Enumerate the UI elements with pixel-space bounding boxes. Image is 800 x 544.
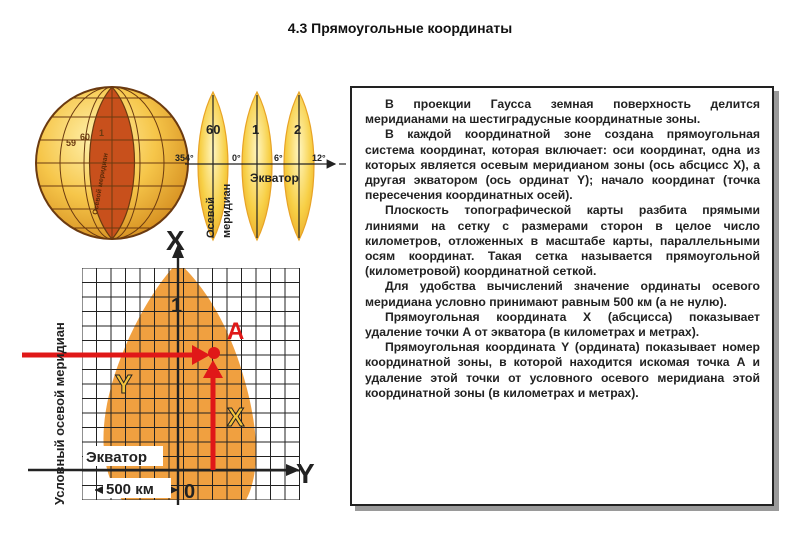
paragraph-grid: Плоскость топографической карты разбита … (365, 203, 760, 279)
degree-354: 354° (175, 153, 194, 163)
axial-meridian-label-1: Осевой (205, 197, 217, 238)
conditional-meridian-label: Условный осевой меридиан (52, 322, 67, 505)
zone-number-60: 60 (206, 122, 220, 137)
degree-6: 6° (274, 153, 283, 163)
grid-zero-label: 0 (184, 481, 195, 503)
offset-500km-label: 500 км (106, 481, 154, 498)
globe-zone-60: 60 (80, 132, 90, 142)
globe-zone-1: 1 (99, 128, 104, 138)
degree-0: 0° (232, 153, 241, 163)
grid-equator-label: Экватор (86, 449, 147, 466)
degree-12: 12° (312, 153, 326, 163)
globe-zone-59: 59 (66, 138, 76, 148)
paragraph-y-coordinate: Прямоугольная координата Y (ордината) по… (365, 340, 760, 400)
x-axis-label: X (166, 225, 185, 256)
globe: 59 60 1 Осевой меридиан (35, 86, 189, 240)
point-a-marker (208, 347, 220, 359)
point-a-label: A (227, 318, 244, 345)
y-coordinate-label: Y (115, 369, 132, 399)
paragraph-x-coordinate: Прямоугольная координата X (абсцисса) по… (365, 309, 760, 340)
zone-strips: 60 1 2 354° 0° 6° 12° Экватор Осевой мер… (175, 90, 346, 242)
coordinate-grid: X Y 1 A Y X Экватор 500 км 0 Условный ос… (22, 225, 315, 505)
x-coordinate-label: X (227, 402, 245, 432)
page-title: 4.3 Прямоугольные координаты (287, 20, 513, 36)
zones-equator-label: Экватор (250, 171, 299, 185)
paragraph-500km: Для удобства вычислений значение ординат… (365, 279, 760, 309)
y-axis-label: Y (296, 458, 315, 489)
y-arrow-head (192, 345, 210, 365)
grid-one-label: 1 (171, 295, 182, 317)
paragraph-coordinate-system: В каждой координатной зоне создана прямо… (365, 127, 760, 203)
axial-meridian-label-2: меридиан (221, 184, 233, 238)
explanation-box: В проекции Гаусса земная поверхность дел… (350, 86, 774, 506)
zone-number-1: 1 (252, 122, 259, 137)
zone-number-2: 2 (294, 122, 301, 137)
paragraph-gauss-projection: В проекции Гаусса земная поверхность дел… (365, 97, 760, 127)
x-arrow-head (203, 360, 223, 378)
